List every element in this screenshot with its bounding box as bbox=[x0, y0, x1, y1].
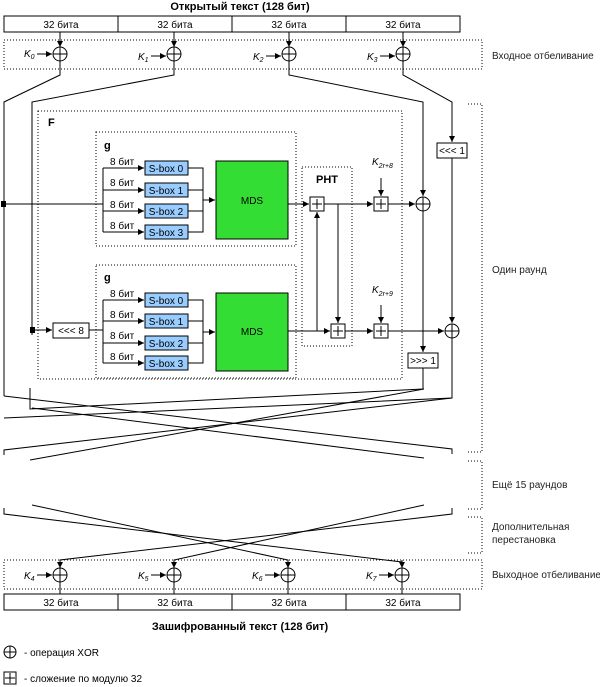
round-swap-wires bbox=[3, 338, 453, 461]
input-word-1: 32 бита bbox=[157, 19, 193, 31]
key-k2r8: K2r+8 bbox=[372, 157, 393, 170]
xor-icon bbox=[52, 46, 68, 62]
byte-label: 8 бит bbox=[110, 177, 135, 189]
xor-icon bbox=[395, 46, 411, 62]
key-k4: K4 bbox=[24, 571, 35, 583]
sbox-label: S-box 3 bbox=[149, 359, 184, 370]
key-k7: K7 bbox=[366, 571, 378, 583]
sbox-label: S-box 0 bbox=[149, 164, 184, 175]
byte-label: 8 бит bbox=[110, 156, 135, 168]
input-whitening-label: Входное отбеливание bbox=[492, 50, 594, 62]
g2-internals: <<< 8 8 бит 8 бит 8 бит 8 бит S-box 0 S-… bbox=[30, 288, 289, 372]
pht-region bbox=[301, 166, 353, 347]
g-function-1-region bbox=[95, 131, 297, 247]
xor-icon bbox=[280, 567, 296, 583]
input-xors: K0 K1 K2 K3 bbox=[24, 32, 411, 64]
extra-swap-label-1: Дополнительная bbox=[492, 522, 569, 533]
byte-label: 8 бит bbox=[110, 351, 135, 363]
one-round-label: Один раунд bbox=[492, 265, 547, 276]
key-k0: K0 bbox=[24, 49, 35, 61]
xor-icon bbox=[166, 567, 182, 583]
f-function-region bbox=[37, 110, 403, 380]
f-label: F bbox=[48, 117, 55, 129]
g1-internals: 8 бит 8 бит 8 бит 8 бит S-box 0 S-box 1 … bbox=[1, 156, 289, 240]
xor-icon bbox=[3, 645, 17, 659]
add-mod-icon bbox=[330, 323, 346, 339]
input-words: 32 бита 32 бита 32 бита 32 бита bbox=[3, 15, 461, 33]
rotate-left-1-label: <<< 1 bbox=[439, 146, 465, 157]
mds-label: MDS bbox=[241, 327, 264, 338]
more-rounds-bracket bbox=[468, 460, 483, 510]
output-word-1: 32 бита bbox=[157, 597, 193, 609]
byte-label: 8 бит bbox=[110, 199, 135, 211]
mds-label: MDS bbox=[241, 196, 264, 207]
key-k1: K1 bbox=[138, 52, 149, 64]
pht-wiring: K2r+8 K2r+9 bbox=[288, 157, 444, 339]
sbox-label: S-box 1 bbox=[149, 317, 184, 328]
round-right-wires: <<< 1 >>> 1 bbox=[407, 102, 468, 369]
output-word-2: 32 бита bbox=[271, 597, 307, 609]
add-mod-icon bbox=[3, 671, 17, 685]
legend-add: - сложение по модулю 32 bbox=[24, 674, 142, 685]
input-word-0: 32 бита bbox=[43, 19, 79, 31]
g-function-2-region bbox=[95, 264, 297, 379]
xor-icon bbox=[52, 567, 68, 583]
pht-label: PHT bbox=[316, 174, 338, 186]
output-word-3: 32 бита bbox=[385, 597, 421, 609]
add-mod-icon bbox=[373, 323, 389, 339]
input-whitening-region bbox=[3, 39, 483, 70]
input-word-2: 32 бита bbox=[271, 19, 307, 31]
sbox-label: S-box 3 bbox=[149, 228, 184, 239]
sbox-label: S-box 2 bbox=[149, 339, 184, 350]
byte-label: 8 бит bbox=[110, 309, 135, 321]
extra-swap-bracket bbox=[468, 516, 483, 554]
extra-swap-label-2: перестановка bbox=[492, 535, 556, 546]
byte-label: 8 бит bbox=[110, 330, 135, 342]
ciphertext-title: Зашифрованный текст (128 бит) bbox=[152, 621, 329, 633]
output-xors: K4 K5 K6 K7 bbox=[24, 560, 410, 594]
add-mod-icon bbox=[373, 196, 389, 212]
output-words: 32 бита 32 бита 32 бита 32 бита bbox=[3, 593, 461, 611]
g-label-2: g bbox=[104, 272, 111, 284]
key-k6: K6 bbox=[252, 571, 263, 583]
xor-icon bbox=[444, 323, 460, 339]
input-word-3: 32 бита bbox=[385, 19, 421, 31]
add-mod-icon bbox=[309, 196, 325, 212]
rotate-left-8-label: <<< 8 bbox=[58, 326, 84, 337]
output-word-0: 32 бита bbox=[43, 597, 79, 609]
one-round-bracket bbox=[468, 103, 483, 453]
final-swap-wires bbox=[3, 504, 453, 566]
byte-label: 8 бит bbox=[110, 220, 135, 232]
xor-icon bbox=[166, 46, 182, 62]
rotate-right-1-label: >>> 1 bbox=[410, 356, 436, 367]
sbox-label: S-box 2 bbox=[149, 207, 184, 218]
mds-2 bbox=[215, 292, 289, 372]
sbox-label: S-box 1 bbox=[149, 186, 184, 197]
xor-icon bbox=[394, 567, 410, 583]
legend: - операция XOR - сложение по модулю 32 bbox=[3, 645, 142, 685]
sbox-label: S-box 0 bbox=[149, 296, 184, 307]
xor-icon bbox=[281, 46, 297, 62]
more-rounds-label: Ещё 15 раундов bbox=[492, 480, 567, 491]
output-whitening-region bbox=[3, 559, 483, 590]
byte-label: 8 бит bbox=[110, 288, 135, 300]
key-k5: K5 bbox=[138, 571, 149, 583]
mds-1 bbox=[215, 160, 289, 240]
plaintext-title: Открытый текст (128 бит) bbox=[170, 1, 310, 13]
output-whitening-label: Выходное отбеливание bbox=[492, 569, 600, 581]
key-k2: K2 bbox=[253, 52, 264, 64]
g-label-1: g bbox=[104, 140, 111, 152]
xor-icon bbox=[415, 196, 431, 212]
key-k3: K3 bbox=[367, 52, 378, 64]
key-k2r9: K2r+9 bbox=[372, 285, 393, 298]
legend-xor: - операция XOR bbox=[24, 648, 99, 659]
